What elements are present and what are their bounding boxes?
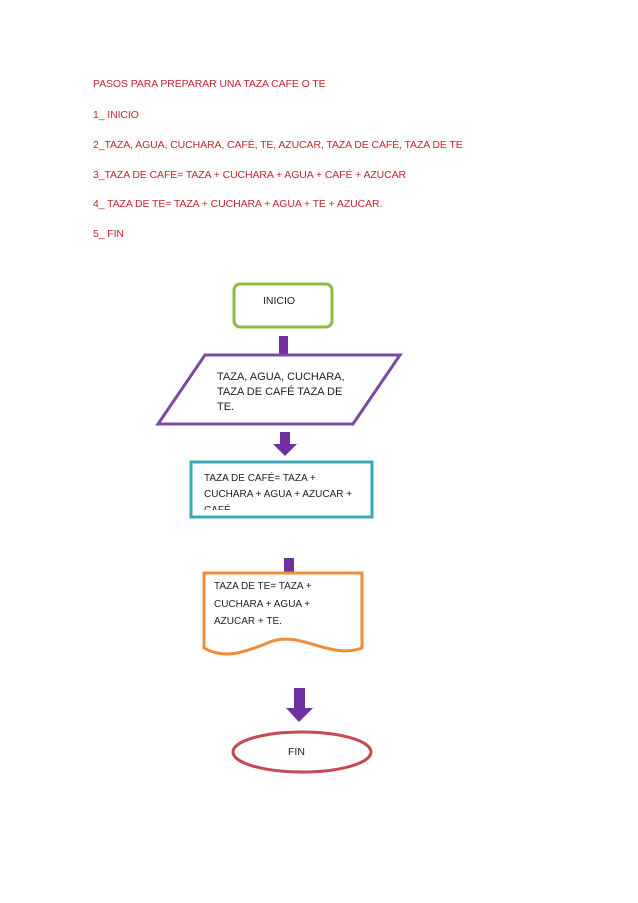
document-title: PASOS PARA PREPARAR UNA TAZA CAFE O TE — [93, 78, 326, 90]
document-line-1: TAZA DE TE= TAZA + — [214, 581, 312, 592]
process-box — [189, 460, 374, 519]
start-box — [232, 282, 334, 329]
step-3: 3_TAZA DE CAFE= TAZA + CUCHARA + AGUA + … — [93, 169, 407, 181]
step-1: 1_ INICIO — [93, 109, 139, 121]
input-line-2: TAZA DE CAFÉ TAZA DE — [217, 386, 343, 398]
start-label: INICIO — [263, 295, 296, 307]
process-line-3: CAFÉ — [204, 502, 231, 510]
step-2: 2_TAZA, AGUA, CUCHARA, CAFÉ, TE, AZUCAR,… — [93, 139, 463, 151]
arrow-down-icon — [284, 558, 294, 576]
process-line-2: CUCHARA + AGUA + AZUCAR + — [204, 489, 353, 500]
process-line-1: TAZA DE CAFÉ= TAZA + — [204, 473, 316, 484]
document-shape — [202, 571, 364, 656]
process-text: TAZA DE CAFÉ= TAZA + CUCHARA + AGUA + AZ… — [198, 470, 368, 510]
end-label: FIN — [288, 746, 305, 758]
document-line-2: CUCHARA + AGUA + — [214, 599, 311, 610]
input-line-1: TAZA, AGUA, CUCHARA, — [217, 371, 345, 383]
arrow-down-icon — [273, 432, 297, 456]
end-ellipse — [231, 730, 373, 774]
input-line-3: TE. — [217, 401, 235, 413]
document-line-3: AZUCAR + TE. — [214, 616, 282, 627]
arrow-down-icon — [286, 688, 313, 722]
input-parallelogram — [155, 353, 403, 426]
step-5: 5_ FIN — [93, 228, 124, 240]
arrow-down-icon — [279, 336, 288, 356]
step-4: 4_ TAZA DE TE= TAZA + CUCHARA + AGUA + T… — [93, 198, 383, 210]
